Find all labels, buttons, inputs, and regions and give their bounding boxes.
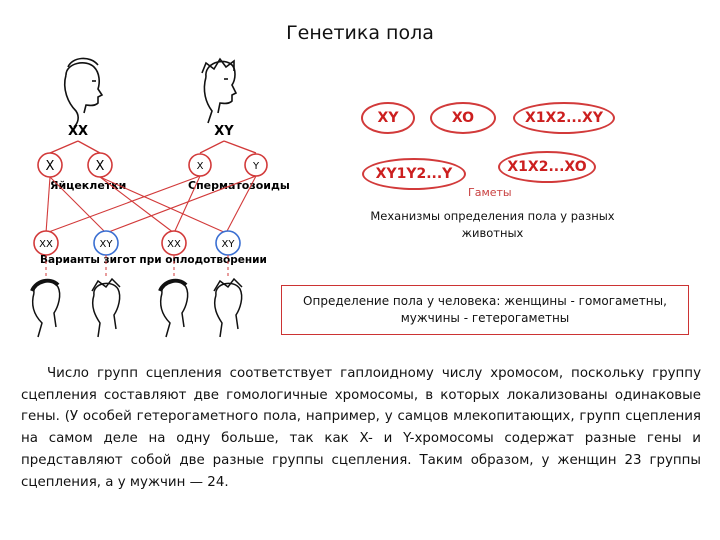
zygote-caption: Варианты зигот при оплодотворении bbox=[40, 254, 267, 266]
gamete-1: X bbox=[46, 159, 55, 174]
son-portrait-1 bbox=[91, 277, 121, 338]
mechanisms-caption: Механизмы определения пола у разных живо… bbox=[370, 209, 615, 240]
sperm-label: Сперматозоиды bbox=[188, 179, 290, 192]
sex-determination-diagram: XX XY X X X Y Яйцеклетки Сперматозоиды X… bbox=[30, 57, 290, 338]
parent-left-genotype: XX bbox=[68, 124, 88, 139]
offspring-portraits bbox=[30, 277, 243, 338]
oval-x1x2xy: X1X2...XY bbox=[513, 102, 615, 134]
human-sex-determination-box: Определение пола у человека: женщины - г… bbox=[281, 285, 689, 335]
gamete-3: X bbox=[197, 161, 204, 172]
female-parent-portrait bbox=[63, 57, 104, 128]
oval-x1x2xo: X1X2...XO bbox=[498, 151, 596, 183]
gametes-label: Гаметы bbox=[468, 186, 512, 199]
zygote-circles bbox=[33, 230, 241, 256]
page-title: Генетика пола bbox=[286, 22, 434, 44]
daughter-portrait-2 bbox=[158, 278, 189, 338]
son-portrait-2 bbox=[213, 277, 243, 338]
parent-right-genotype: XY bbox=[214, 124, 234, 139]
daughter-portrait-1 bbox=[30, 278, 61, 338]
oval-xy: XY bbox=[361, 102, 415, 134]
gamete-4: Y bbox=[252, 161, 260, 172]
oval-xo: XO bbox=[430, 102, 496, 134]
male-parent-portrait bbox=[201, 57, 238, 124]
zygote-4: XY bbox=[222, 239, 236, 250]
oval-xy1y2y: XY1Y2...Y bbox=[362, 158, 466, 190]
zygote-1: XX bbox=[39, 239, 53, 250]
gamete-2: X bbox=[96, 159, 105, 174]
parent-gamete-lines bbox=[49, 140, 257, 154]
egg-label: Яйцеклетки bbox=[50, 179, 126, 192]
zygote-child-lines bbox=[45, 255, 229, 279]
crossing-lines bbox=[45, 175, 257, 234]
zygote-3: XX bbox=[167, 239, 181, 250]
linkage-groups-paragraph: Число групп сцепления соответствует гапл… bbox=[21, 366, 701, 490]
gamete-circles bbox=[37, 152, 268, 178]
zygote-2: XY bbox=[100, 239, 114, 250]
